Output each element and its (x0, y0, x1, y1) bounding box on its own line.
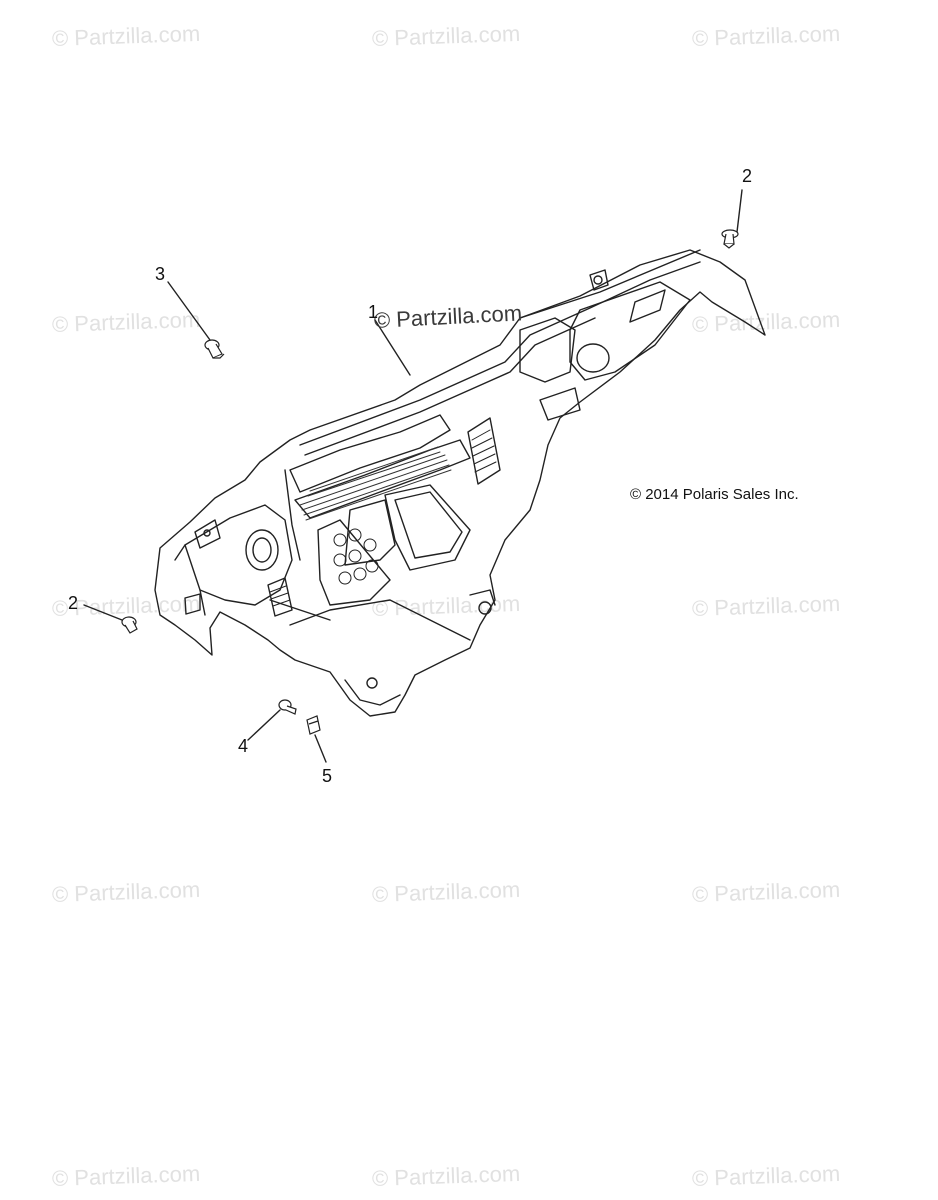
leader-line-4 (247, 709, 281, 741)
leader-line-5 (314, 734, 327, 763)
leader-line-2-left (83, 604, 123, 621)
callout-part-4: 4 (238, 736, 249, 756)
clip-icon (306, 715, 321, 735)
callout-part-2-left: 2 (68, 593, 79, 613)
leader-line-2-right (736, 189, 743, 233)
push-rivet-icon (721, 229, 739, 249)
front-cab-housing (154, 249, 766, 717)
push-rivet-icon (121, 616, 138, 634)
leader-line-1 (374, 319, 411, 376)
callout-part-2-right: 2 (742, 166, 753, 186)
screw-icon (278, 699, 297, 715)
screw-icon (204, 339, 225, 359)
copyright-notice: © 2014 Polaris Sales Inc. (630, 486, 799, 503)
callout-part-5: 5 (322, 766, 333, 786)
callout-part-1: 1 (368, 302, 379, 322)
leader-line-3 (167, 281, 211, 341)
callout-part-3: 3 (155, 264, 166, 284)
